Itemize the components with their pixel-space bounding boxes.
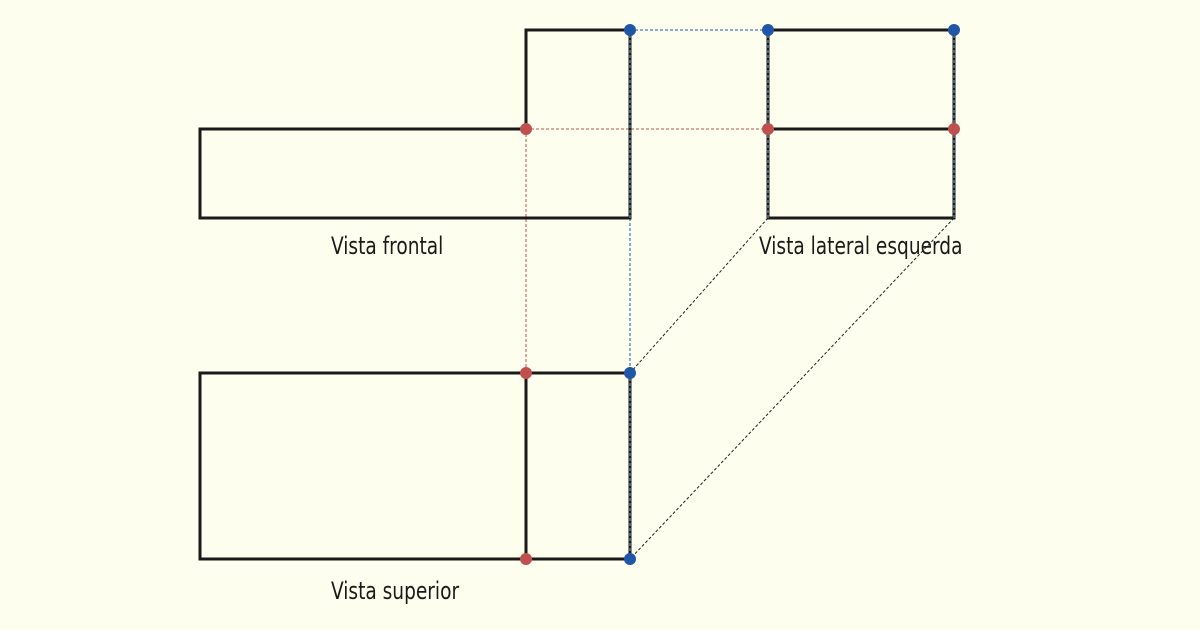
diagonal-projection-far [629,217,955,560]
red-point-top-front [520,553,532,565]
projection-lines [525,29,955,560]
left-view [766,28,956,220]
front-view [198,28,632,220]
left-view-outline [766,28,956,220]
blue-point-top-front [624,553,636,565]
blue-point-left-far [948,24,960,36]
blue-point-top-back [624,367,636,379]
blue-point-left-near [762,24,774,36]
blue-point-front [624,24,636,36]
front-view-outline [198,28,632,220]
top-view-label: Vista superior [331,577,460,605]
front-view-label: Vista frontal [331,232,444,260]
diagonal-projection-near [629,217,769,374]
red-point-left-near [762,123,774,135]
red-point-front [520,123,532,135]
edge-overlays [629,30,955,559]
top-view-outline [198,371,632,561]
red-point-top-back [520,367,532,379]
red-point-left-far [948,123,960,135]
red-points [520,123,960,565]
blue-points [624,24,960,565]
left-view-label: Vista lateral esquerda [759,232,963,260]
top-view [198,371,632,561]
